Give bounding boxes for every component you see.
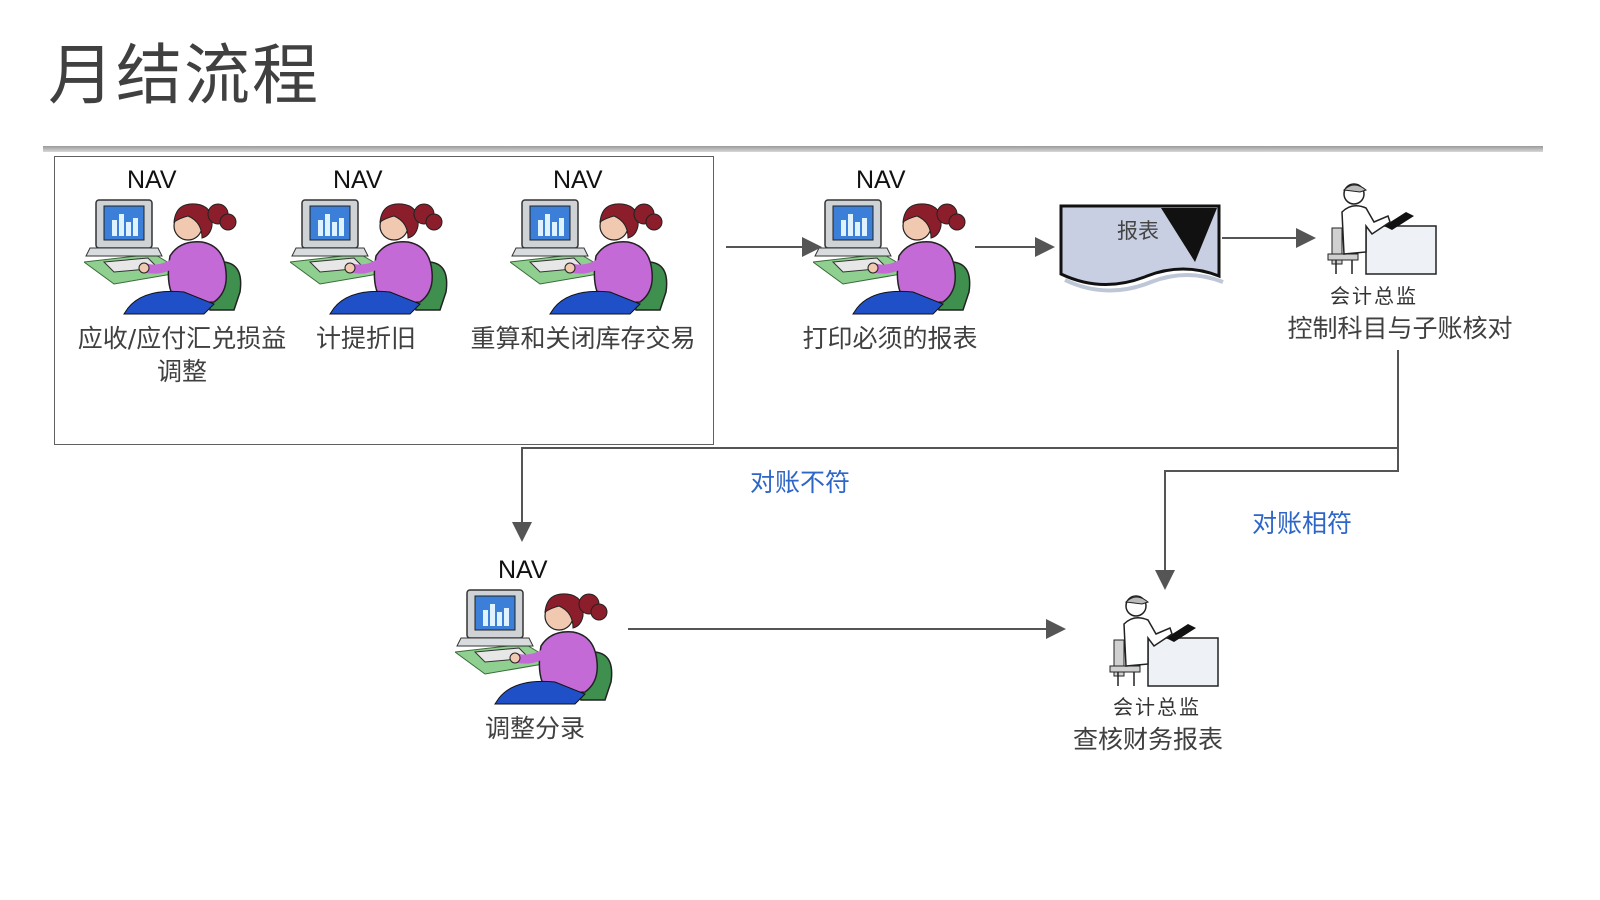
step-2-label: 计提折旧 xyxy=(315,324,416,353)
nav-tag-step-2: NAV xyxy=(333,166,383,194)
step-1-label-line-2: 调整 xyxy=(156,357,207,386)
edge-label-match: 对账相符 xyxy=(1252,509,1353,538)
step-1-label: 应收/应付汇兑损益 调整 xyxy=(66,322,298,388)
nav-tag-step-4: NAV xyxy=(856,166,906,194)
nav-tag-step-1: NAV xyxy=(127,166,177,194)
nav-tag-step-6: NAV xyxy=(498,556,548,584)
title-divider xyxy=(43,146,1543,152)
role-label-1: 会计总监 xyxy=(1330,284,1418,308)
step-7-label: 查核财务报表 xyxy=(1072,725,1223,754)
arrow-match xyxy=(1155,448,1399,590)
step-6-label: 调整分录 xyxy=(484,714,585,743)
edge-label-mismatch: 对账不符 xyxy=(750,468,851,497)
report-document-icon: 报表 xyxy=(1059,204,1224,293)
step-group-box xyxy=(54,156,714,445)
arrow-mismatch xyxy=(512,350,1399,542)
page-title: 月结流程 xyxy=(48,37,320,114)
step-5-label: 控制科目与子账核对 xyxy=(1287,314,1513,343)
step-1-label-line-1: 应收/应付汇兑损益 xyxy=(77,324,287,353)
step-4-label: 打印必须的报表 xyxy=(802,324,978,353)
report-document-label: 报表 xyxy=(1117,219,1159,243)
step-3-label: 重算和关闭库存交易 xyxy=(470,324,696,353)
role-label-2: 会计总监 xyxy=(1113,695,1201,719)
nav-tag-step-3: NAV xyxy=(553,166,603,194)
